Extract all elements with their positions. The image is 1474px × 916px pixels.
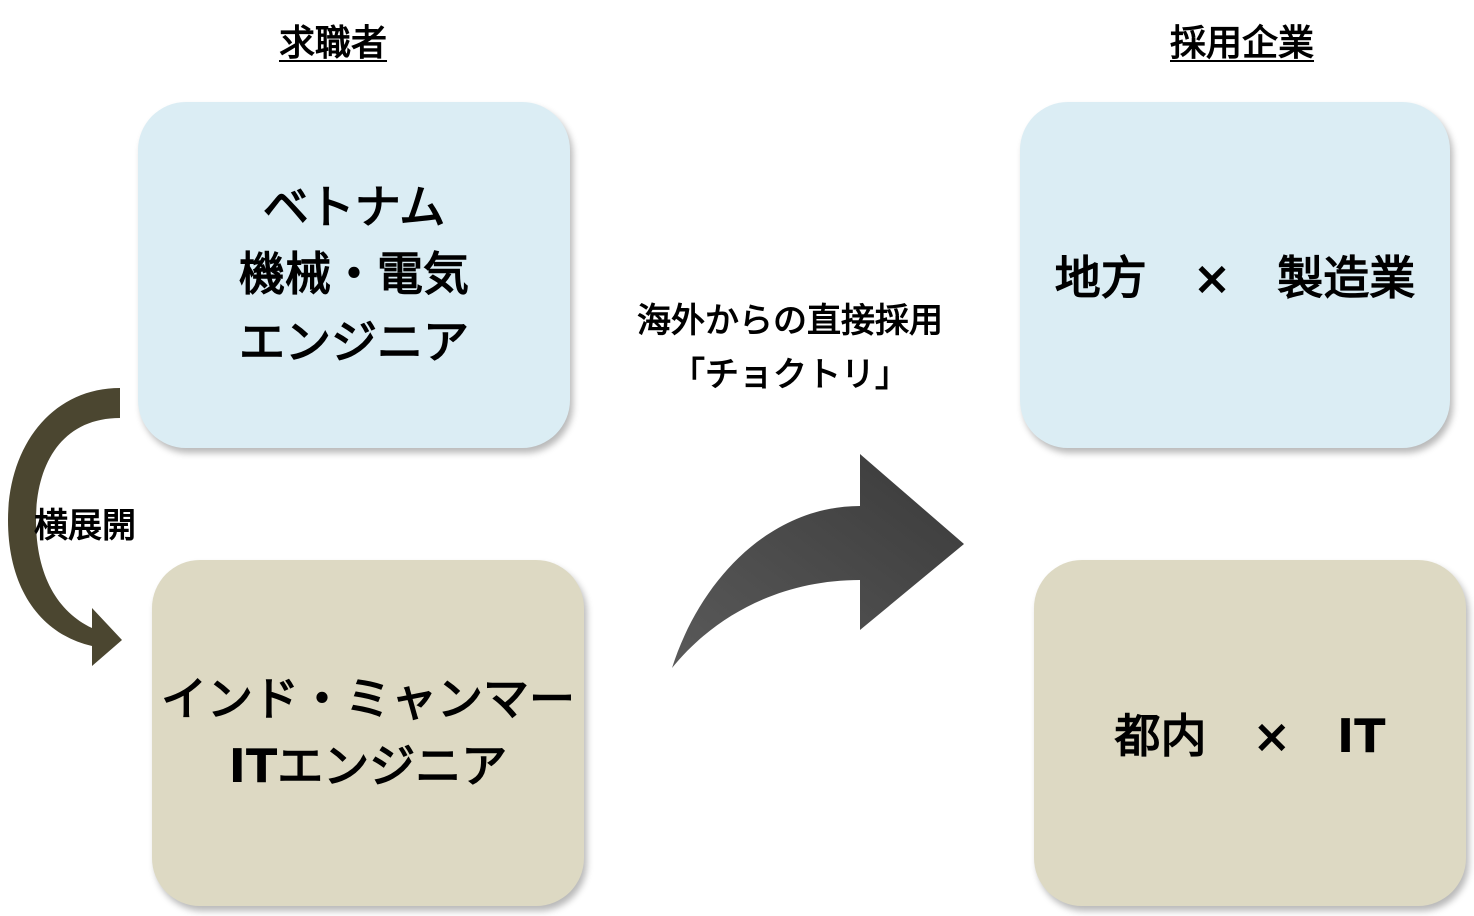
direct-hiring-line: 「チョクトリ」 [671,355,909,396]
curve-arrow-shape [8,388,122,666]
employers-heading: 採用企業 [1170,23,1315,64]
box-line: エンジニア [239,314,469,369]
box-line: 機械・電気 [239,247,469,302]
box-line: ベトナム [262,179,446,234]
box-line: インド・ミャンマー [161,671,575,726]
vietnam-engineer-text: ベトナム 機械・電気 エンジニア [239,179,469,372]
regional-manufacturing-text: 地方 × 製造業 [1054,251,1416,305]
direct-hiring-arrow [672,454,964,668]
direct-hiring-label: 海外からの直接採用 「チョクトリ」 [560,294,1020,403]
india-myanmar-engineer-text: インド・ミャンマー ITエンジニア [161,671,575,796]
vietnam-engineer-box: ベトナム 機械・電気 エンジニア [138,102,570,448]
tokyo-it-text: 都内 × IT [1114,709,1386,763]
expansion-label: 横展開 [34,506,136,546]
direct-hiring-arrow-shape [672,454,964,668]
job-seekers-heading: 求職者 [279,23,388,64]
box-line: ITエンジニア [228,739,508,793]
india-myanmar-engineer-box: インド・ミャンマー ITエンジニア [152,560,584,906]
direct-hiring-line: 海外からの直接採用 [637,301,943,341]
tokyo-it-box: 都内 × IT [1034,560,1466,906]
expansion-curve-arrow [8,388,122,666]
regional-manufacturing-box: 地方 × 製造業 [1020,102,1450,448]
